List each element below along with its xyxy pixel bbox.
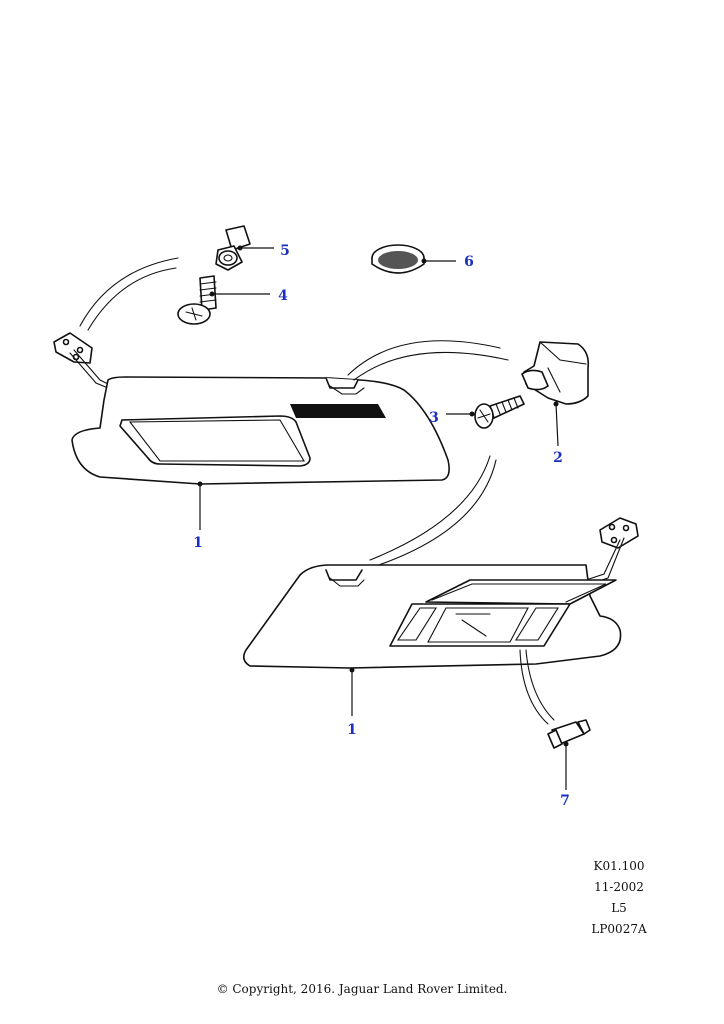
reference-model: L5	[611, 901, 627, 915]
part-7-bulb	[547, 719, 591, 749]
sun-visor-lower	[242, 517, 639, 669]
part-6-cap	[371, 244, 425, 274]
sun-visor-upper	[53, 332, 450, 485]
callout-part-4: 4	[278, 288, 288, 304]
callout-part-6: 6	[464, 254, 474, 270]
callout-part-1-upper: 1	[193, 535, 203, 551]
part-4-screw	[177, 275, 217, 325]
reference-code: K01.100	[593, 859, 645, 873]
copyright-notice: © Copyright, 2016. Jaguar Land Rover Lim…	[216, 982, 508, 996]
callout-part-7: 7	[560, 793, 570, 809]
part-2-clip	[521, 341, 590, 405]
callout-part-1-lower: 1	[347, 722, 357, 738]
callout-part-5: 5	[280, 243, 290, 259]
illustration-id: LP0027A	[591, 922, 647, 936]
part-5-nut	[215, 225, 251, 271]
callout-part-3: 3	[429, 410, 439, 426]
leader-lines	[197, 245, 569, 790]
part-3-screw	[474, 395, 525, 429]
callout-part-2: 2	[553, 450, 563, 466]
reference-date: 11-2002	[594, 880, 644, 894]
